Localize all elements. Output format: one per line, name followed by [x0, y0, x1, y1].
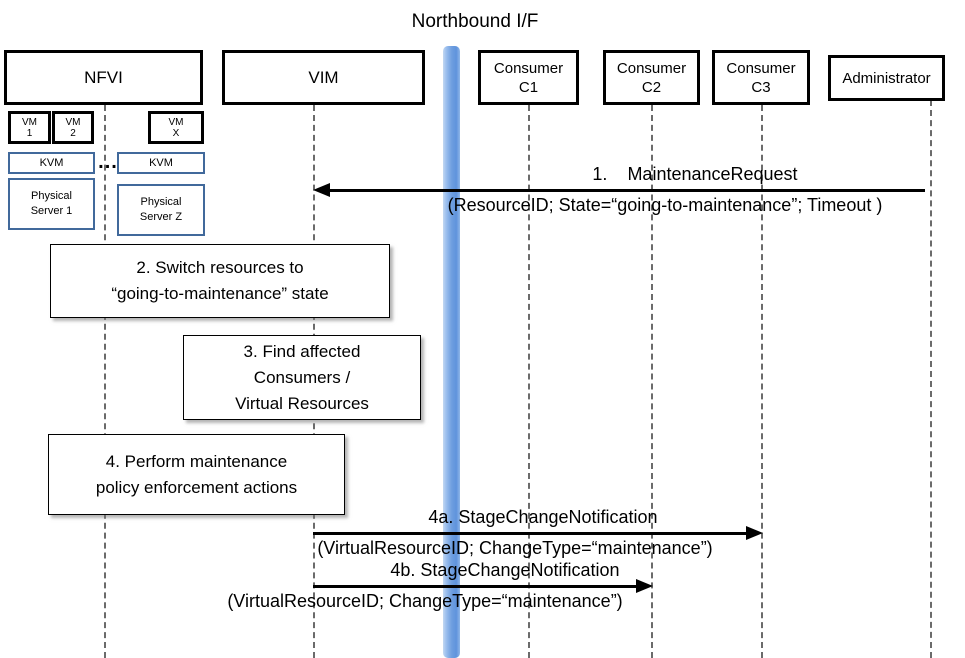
- northbound-interface-bar: [443, 46, 460, 658]
- physical-server-1-line1: Physical: [31, 190, 72, 202]
- actor-box-administrator[interactable]: Administrator: [828, 55, 945, 101]
- actor-box-consumer-c3[interactable]: Consumer C3: [712, 50, 810, 105]
- lifeline-consumer-c3: [761, 105, 763, 658]
- lifeline-nfvi: [104, 105, 106, 658]
- vm-box-x-line2: X: [172, 127, 180, 139]
- actor-label-consumer-c3-line1: Consumer: [726, 59, 796, 77]
- step-box-3-line3: Virtual Resources: [235, 393, 369, 413]
- step-box-2[interactable]: 2. Switch resources to “going-to-mainten…: [50, 244, 390, 318]
- actor-label-consumer-c2-line2: C2: [641, 78, 662, 96]
- host-group-ellipsis: ...: [98, 151, 118, 173]
- message-1-params: (ResourceID; State=“going-to-maintenance…: [447, 195, 883, 215]
- step-box-4[interactable]: 4. Perform maintenance policy enforcemen…: [48, 434, 345, 515]
- physical-server-z-line2: Server Z: [139, 211, 183, 223]
- physical-server-z-box[interactable]: Physical Server Z: [117, 184, 205, 236]
- message-4a-title: 4a. StageChangeNotification: [428, 507, 658, 527]
- vm-box-2-line1: VM: [65, 116, 81, 128]
- step-box-3-line1: 3. Find affected: [243, 341, 361, 361]
- kvm-box-left[interactable]: KVM: [8, 152, 95, 174]
- message-4b-arrowhead: [636, 579, 653, 593]
- step-box-4-line1: 4. Perform maintenance: [105, 451, 288, 471]
- step-box-3[interactable]: 3. Find affected Consumers / Virtual Res…: [183, 335, 421, 420]
- actor-label-vim: VIM: [308, 68, 339, 87]
- message-4b-line: [313, 585, 636, 588]
- kvm-box-right[interactable]: KVM: [117, 152, 205, 174]
- actor-box-vim[interactable]: VIM: [222, 50, 425, 105]
- lifeline-consumer-c1: [528, 105, 530, 658]
- actor-label-consumer-c1-line2: C1: [518, 78, 539, 96]
- actor-box-consumer-c2[interactable]: Consumer C2: [603, 50, 700, 105]
- vm-box-x[interactable]: VM X: [148, 111, 204, 144]
- message-4a-line: [313, 532, 746, 535]
- physical-server-1-box[interactable]: Physical Server 1: [8, 178, 95, 230]
- actor-label-consumer-c1-line1: Consumer: [493, 59, 564, 77]
- lifeline-consumer-c2: [651, 105, 653, 658]
- actor-box-consumer-c1[interactable]: Consumer C1: [478, 50, 579, 105]
- kvm-box-left-label: KVM: [39, 156, 64, 169]
- diagram-title: Northbound I/F: [411, 11, 539, 32]
- vm-box-2-line2: 2: [70, 127, 76, 139]
- step-box-2-line1: 2. Switch resources to: [136, 258, 304, 277]
- message-4b-params: (VirtualResourceID; ChangeType=“maintena…: [227, 591, 623, 611]
- vm-box-1-line2: 1: [26, 127, 33, 139]
- message-4b-title: 4b. StageChangeNotification: [390, 560, 620, 580]
- message-4a-arrowhead: [746, 526, 763, 540]
- vm-box-1[interactable]: VM 1: [8, 111, 51, 144]
- vm-box-x-line1: VM: [168, 116, 184, 128]
- actor-box-nfvi[interactable]: NFVI: [4, 50, 203, 105]
- vm-box-1-line1: VM: [22, 116, 37, 128]
- actor-label-consumer-c3-line2: C3: [751, 78, 771, 96]
- step-box-2-line2: “going-to-maintenance” state: [111, 284, 329, 303]
- physical-server-1-line2: Server 1: [30, 205, 73, 217]
- actor-label-administrator: Administrator: [842, 69, 931, 87]
- message-4a-params: (VirtualResourceID; ChangeType=“maintena…: [317, 538, 713, 558]
- kvm-box-right-label: KVM: [149, 156, 173, 169]
- actor-label-consumer-c2-line1: Consumer: [616, 59, 687, 77]
- lifeline-administrator: [930, 100, 932, 658]
- message-1-line: [328, 189, 925, 192]
- physical-server-z-line1: Physical: [140, 196, 182, 208]
- actor-label-nfvi: NFVI: [84, 68, 123, 87]
- message-1-arrowhead: [313, 183, 330, 197]
- step-box-4-line2: policy enforcement actions: [95, 477, 298, 497]
- message-1-title: 1. MaintenanceRequest: [592, 164, 798, 184]
- step-box-3-line2: Consumers /: [253, 367, 351, 387]
- vm-box-2[interactable]: VM 2: [52, 111, 94, 144]
